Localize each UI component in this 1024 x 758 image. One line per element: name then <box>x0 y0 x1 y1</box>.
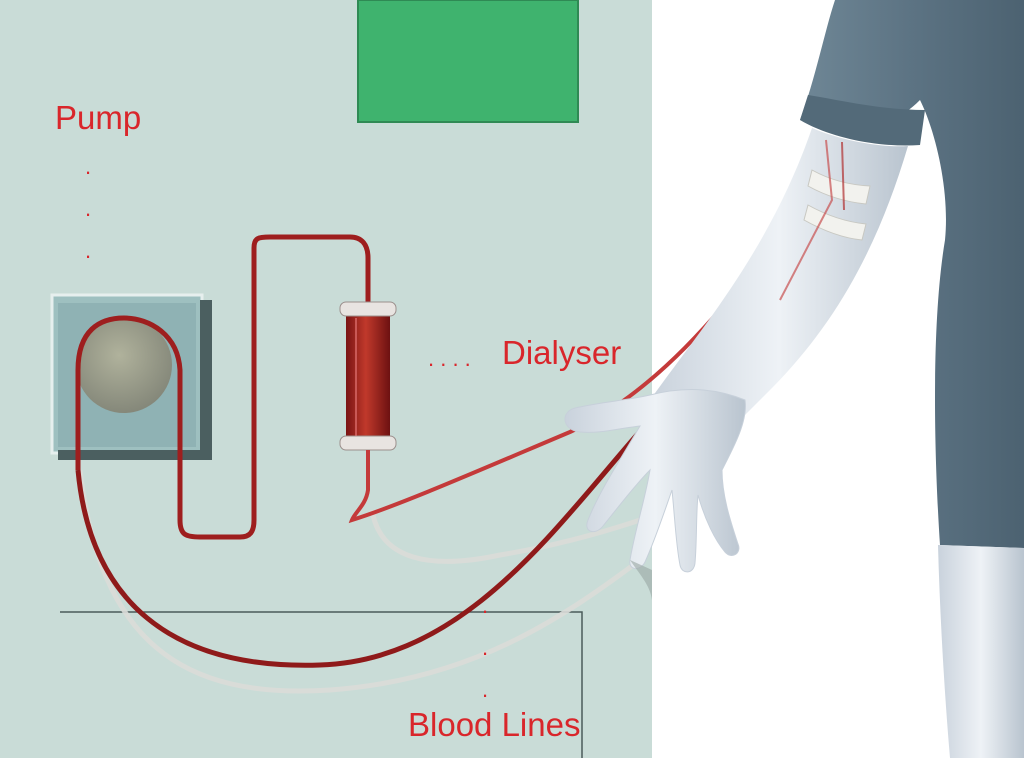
return-line-shadow-2 <box>369 509 641 564</box>
sleeve <box>800 95 925 146</box>
blood-lines-label: Blood Lines <box>408 706 581 743</box>
arm-line-a <box>779 139 834 301</box>
hand <box>564 389 746 573</box>
blood-lines-leader-dot-3: . <box>482 677 489 702</box>
return-line-shadow <box>77 469 642 694</box>
tray-outline <box>60 611 583 758</box>
pump-leader-dot-2: . <box>85 196 92 221</box>
machine-screen <box>357 0 579 123</box>
dialyser-label: Dialyser <box>502 334 622 371</box>
pump-rotor <box>76 317 172 413</box>
blood-line-pump-to-dialyser <box>75 234 371 540</box>
pump-leader-dot-3: . <box>85 238 92 263</box>
arm-line-b <box>841 141 845 211</box>
hand-shadow <box>630 560 652 600</box>
pump-label: Pump <box>55 99 142 136</box>
pump-unit <box>50 293 212 460</box>
dialyser-leader-dots: . . . . <box>428 346 471 371</box>
forearm <box>650 128 908 420</box>
pump-leader-dot-1: . <box>85 154 92 179</box>
torso-shirt <box>800 0 1024 548</box>
dialyser-cartridge <box>339 301 397 451</box>
blood-lines-leader-dot-1: . <box>482 593 489 618</box>
blood-lines-leader-dot-2: . <box>482 635 489 660</box>
leg <box>938 545 1024 758</box>
